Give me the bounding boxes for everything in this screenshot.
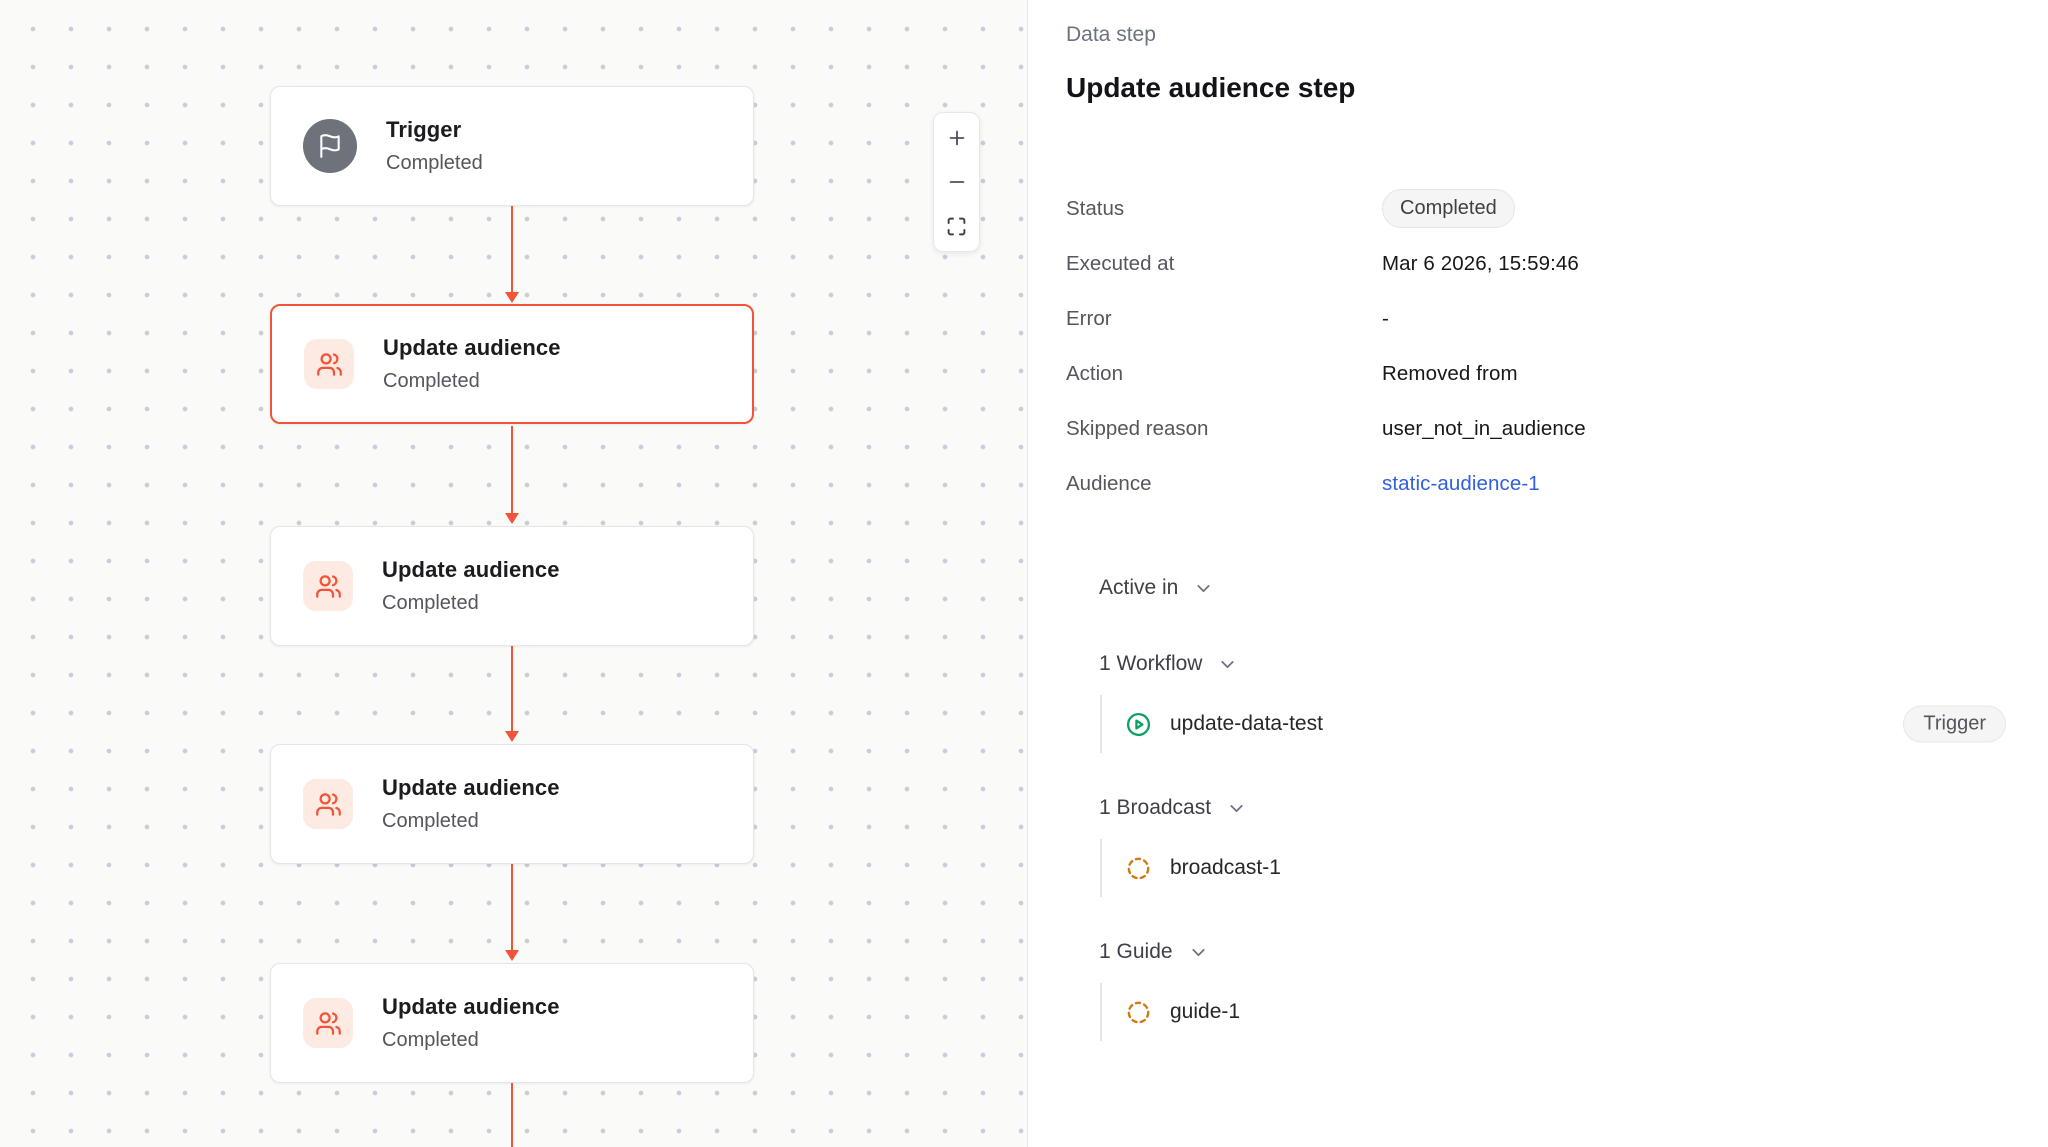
node-status: Completed <box>382 810 479 832</box>
guide-item[interactable]: guide-1 <box>1100 983 2048 1041</box>
node-title: Update audience <box>382 994 560 1019</box>
active-in-label: Active in <box>1099 576 1179 599</box>
node-title: Update audience <box>382 557 560 582</box>
panel-eyebrow: Data step <box>1066 23 1156 46</box>
play-circle-icon <box>1126 712 1151 736</box>
broadcast-item[interactable]: broadcast-1 <box>1100 839 2048 897</box>
users-icon <box>303 561 353 611</box>
chevron-down-icon <box>1191 948 1205 956</box>
field-label: Audience <box>1066 471 1152 495</box>
node-update-audience-2[interactable]: Update audience Completed <box>270 526 754 646</box>
trigger-badge: Trigger <box>1903 705 2006 743</box>
canvas-zoom-controls <box>933 112 980 252</box>
chevron-down-icon <box>1197 584 1210 592</box>
group-label: 1 Guide <box>1099 940 1173 963</box>
users-icon <box>303 779 353 829</box>
flag-icon <box>303 119 357 173</box>
node-status: Completed <box>382 1029 479 1051</box>
dashed-circle-icon <box>1127 857 1150 879</box>
edge-arrow <box>511 426 513 515</box>
status-badge: Completed <box>1382 189 1515 228</box>
fit-view-button[interactable] <box>940 208 974 244</box>
field-row-status: Status Completed <box>1066 181 2048 236</box>
chevron-down-icon <box>1230 804 1243 812</box>
field-row-skipped-reason: Skipped reason user_not_in_audience <box>1066 401 2048 456</box>
field-label: Error <box>1066 306 1112 330</box>
node-title: Trigger <box>386 117 462 142</box>
node-status: Completed <box>386 152 483 174</box>
group-label: 1 Workflow <box>1099 652 1203 675</box>
field-list: Status Completed Executed at Mar 6 2026,… <box>1066 181 2048 511</box>
node-title: Update audience <box>383 335 561 360</box>
users-icon <box>303 998 353 1048</box>
field-value: user_not_in_audience <box>1382 416 1586 440</box>
active-in-toggle[interactable]: Active in <box>1099 567 2048 609</box>
page-title: Update audience step <box>1066 72 1356 103</box>
group-toggle-guide[interactable]: 1 Guide <box>1099 931 2048 973</box>
guide-item-label: guide-1 <box>1170 1000 1241 1023</box>
node-status: Completed <box>382 592 479 614</box>
field-row-executed-at: Executed at Mar 6 2026, 15:59:46 <box>1066 236 2048 291</box>
field-label: Action <box>1066 361 1123 385</box>
field-row-error: Error - <box>1066 291 2048 346</box>
group-toggle-broadcast[interactable]: 1 Broadcast <box>1099 787 2048 829</box>
field-value: Removed from <box>1382 361 1518 385</box>
edge-arrow <box>511 864 513 952</box>
workflow-canvas[interactable]: Trigger Completed Update audience Comple… <box>0 0 1028 1147</box>
edge-arrow <box>511 206 513 294</box>
edge-line <box>511 1083 513 1147</box>
node-status: Completed <box>383 370 480 392</box>
field-row-action: Action Removed from <box>1066 346 2048 401</box>
chevron-down-icon <box>1221 660 1235 668</box>
node-trigger[interactable]: Trigger Completed <box>270 86 754 206</box>
field-label: Skipped reason <box>1066 416 1209 440</box>
workflow-item[interactable]: update-data-test Trigger <box>1100 695 2048 753</box>
active-in-section: Active in 1 Workflow update-data-test Tr… <box>1099 567 2048 1041</box>
group-toggle-workflow[interactable]: 1 Workflow <box>1099 643 2048 685</box>
group-label: 1 Broadcast <box>1099 796 1212 819</box>
workflow-item-label: update-data-test <box>1170 712 1323 735</box>
node-title: Update audience <box>382 775 560 800</box>
field-value: - <box>1382 306 1389 330</box>
audience-link[interactable]: static-audience-1 <box>1382 471 1540 495</box>
field-label: Executed at <box>1066 251 1175 275</box>
step-details-panel: Data step Update audience step Status Co… <box>1029 0 2048 1147</box>
broadcast-item-label: broadcast-1 <box>1170 856 1281 879</box>
dashed-circle-icon <box>1127 1001 1150 1023</box>
field-label: Status <box>1066 196 1125 220</box>
zoom-in-button[interactable] <box>940 120 974 156</box>
field-value: Mar 6 2026, 15:59:46 <box>1382 251 1579 275</box>
zoom-out-button[interactable] <box>940 164 974 200</box>
field-row-audience: Audience static-audience-1 <box>1066 456 2048 511</box>
node-update-audience-3[interactable]: Update audience Completed <box>270 744 754 864</box>
users-icon <box>304 339 354 389</box>
node-update-audience-selected[interactable]: Update audience Completed <box>270 304 754 424</box>
node-update-audience-4[interactable]: Update audience Completed <box>270 963 754 1083</box>
edge-arrow <box>511 646 513 733</box>
